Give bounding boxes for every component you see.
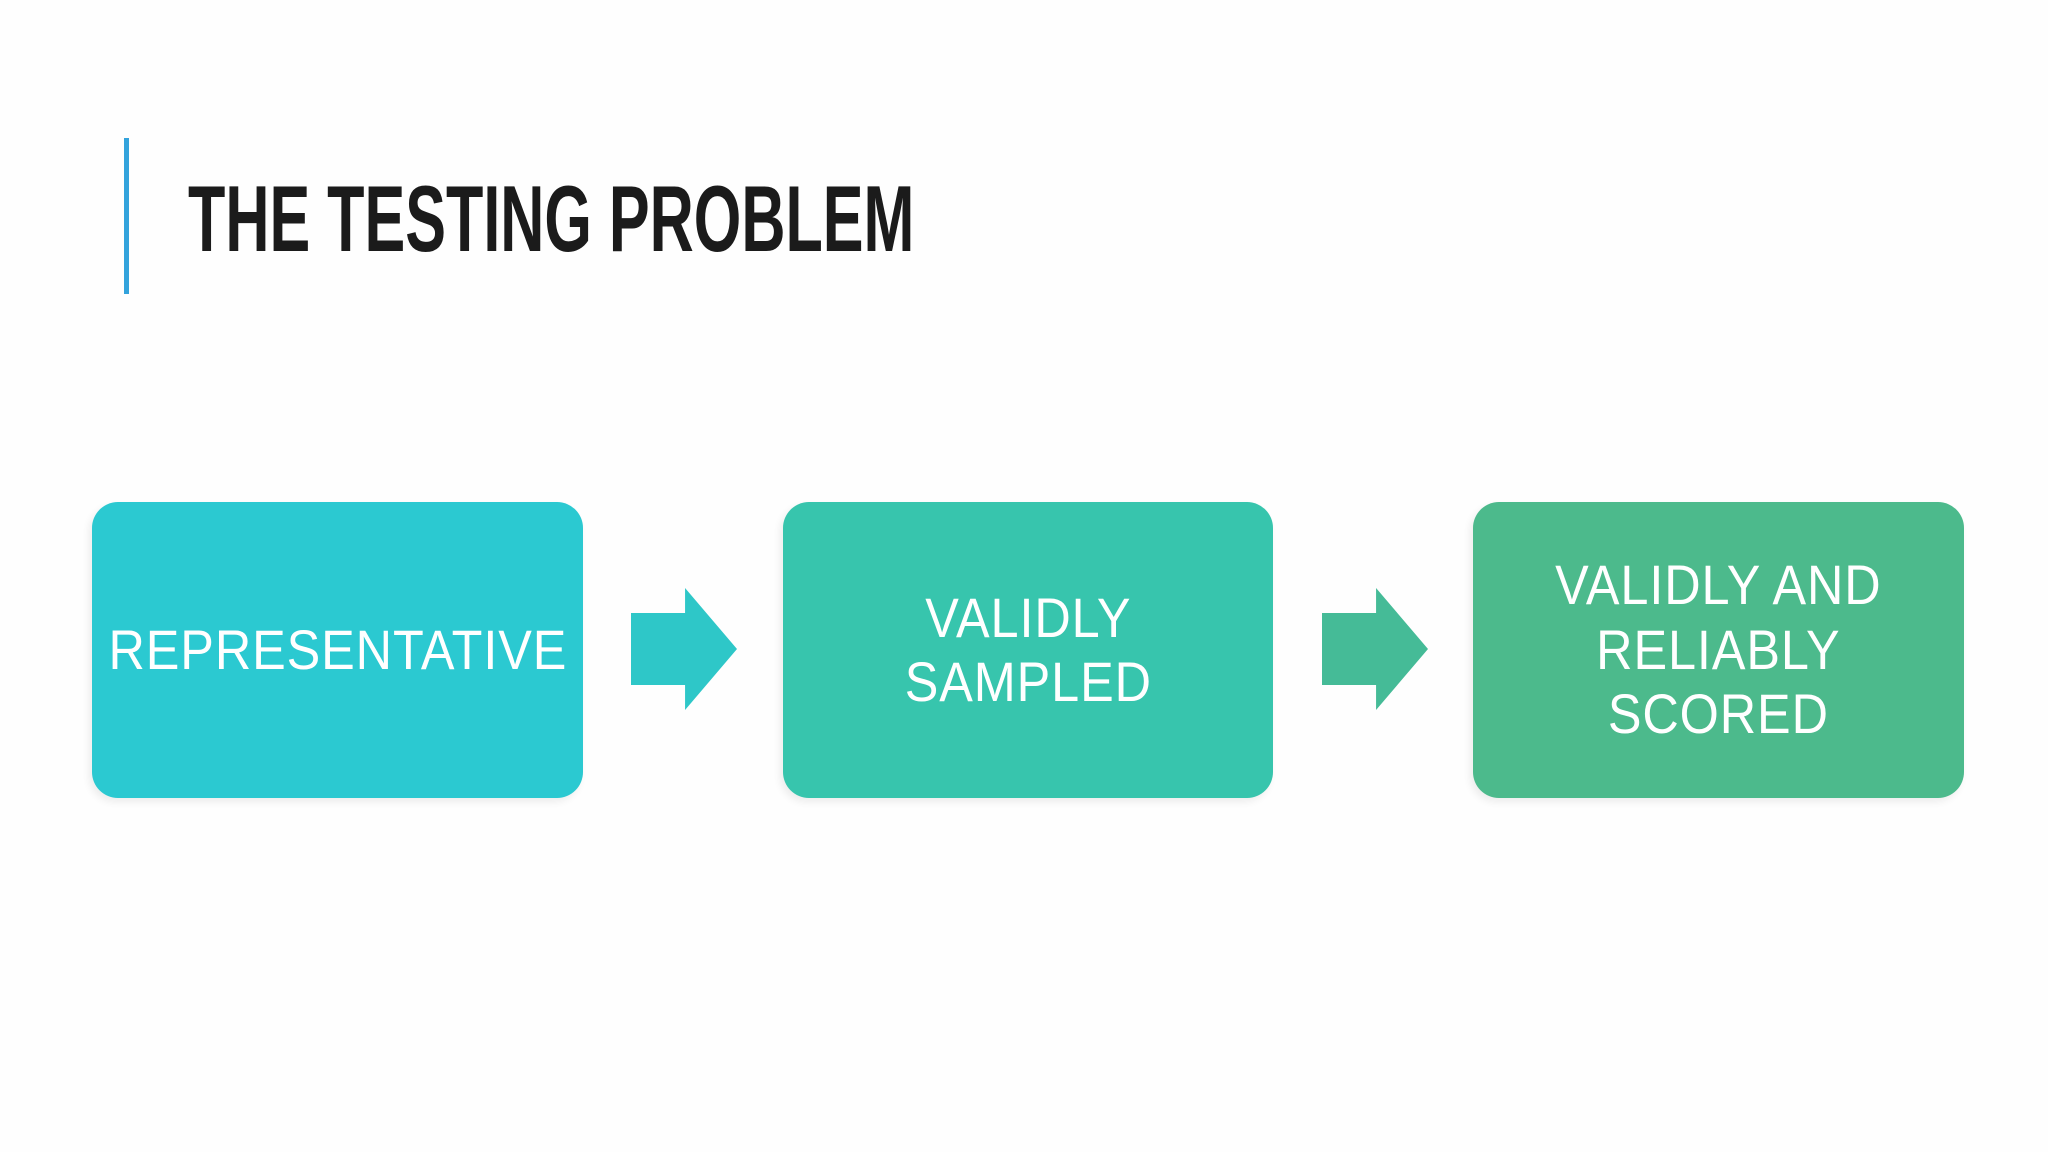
step-label: REPRESENTATIVE <box>108 618 567 682</box>
arrow-right-icon <box>631 588 737 710</box>
step-label-line: REPRESENTATIVE <box>108 617 567 681</box>
step-label-line: VALIDLY AND <box>1555 553 1882 617</box>
process-step-representative: REPRESENTATIVE <box>92 502 583 798</box>
process-step-validly-sampled: VALIDLY SAMPLED <box>783 502 1273 798</box>
step-label-line: SCORED <box>1607 682 1830 746</box>
step-label-line: VALIDLY <box>924 585 1132 649</box>
step-label: VALIDLY AND RELIABLY SCORED <box>1555 553 1881 746</box>
step-label-line: RELIABLY <box>1596 617 1841 681</box>
title-accent-bar <box>124 138 129 294</box>
arrow-right-icon <box>1322 588 1428 710</box>
slide-title: THE TESTING PROBLEM <box>188 166 915 271</box>
process-step-validly-reliably-scored: VALIDLY AND RELIABLY SCORED <box>1473 502 1964 798</box>
step-label: VALIDLY SAMPLED <box>904 586 1151 715</box>
step-label-line: SAMPLED <box>904 650 1152 713</box>
